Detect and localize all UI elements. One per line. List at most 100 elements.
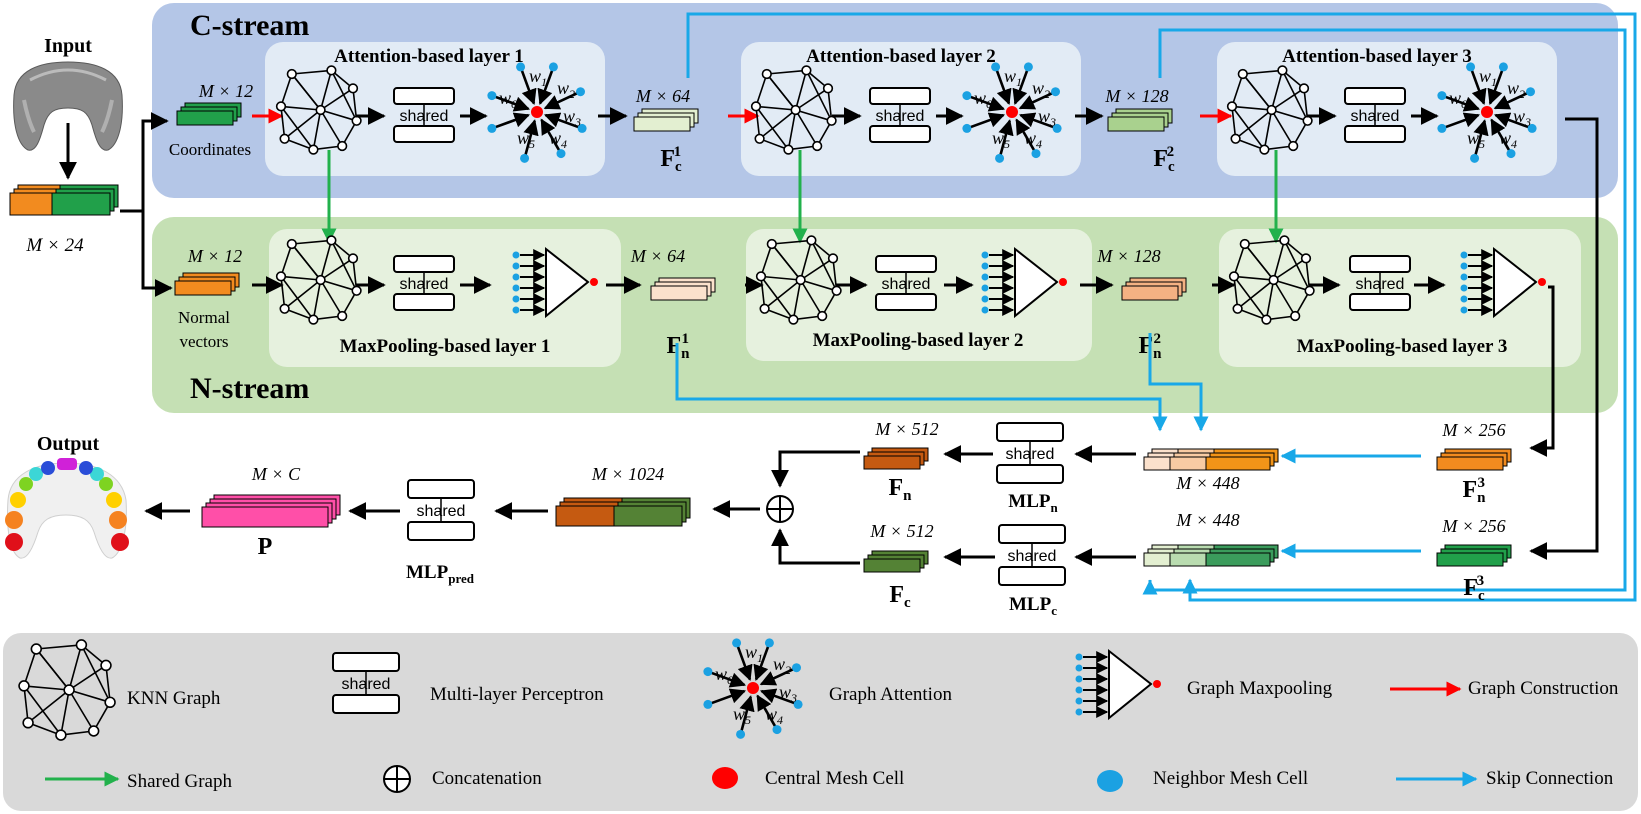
p-tensor	[201, 494, 341, 528]
svg-text:shared: shared	[882, 276, 931, 293]
concatenation-icon	[766, 495, 794, 523]
svg-text:w6: w6	[1449, 88, 1467, 111]
coordinates-dim: M × 12	[198, 81, 253, 101]
svg-text:w2: w2	[557, 78, 575, 101]
normal-label-1: Normal	[178, 308, 230, 327]
fc3-tensor	[1436, 544, 1512, 567]
cat-c-dim: M × 448	[1175, 510, 1239, 530]
svg-text:shared: shared	[1356, 276, 1405, 293]
fc-label: Fc	[889, 582, 911, 611]
svg-text:w1: w1	[745, 642, 763, 665]
graph-maxpooling-n1	[512, 246, 598, 319]
tooth-output-icon	[5, 458, 129, 559]
svg-text:w1: w1	[1479, 66, 1497, 89]
legend-maxpool: Graph Maxpooling	[1187, 678, 1333, 699]
legend-neighbor-cell-icon	[1097, 770, 1123, 792]
svg-text:w5: w5	[992, 128, 1010, 151]
legend-mlp: Multi-layer Perceptron	[430, 684, 604, 705]
normal-label-2: vectors	[179, 332, 228, 351]
svg-text:shared: shared	[417, 503, 466, 520]
coordinates-label: Coordinates	[169, 140, 251, 159]
c3-to-fc3-connector	[1529, 117, 1599, 560]
mlp-n2: shared	[875, 255, 937, 311]
concat-tensor	[555, 497, 691, 527]
legend-graph-maxpooling-icon	[1075, 648, 1161, 721]
svg-text:w3: w3	[563, 106, 581, 129]
fn-tensor	[863, 447, 929, 470]
svg-text:w5: w5	[733, 704, 751, 727]
svg-text:w1: w1	[1004, 66, 1022, 89]
cat-n-dim: M × 448	[1175, 473, 1239, 493]
fc3-dim: M × 256	[1441, 516, 1505, 536]
fn1-dim: M × 64	[630, 246, 685, 266]
svg-text:w4: w4	[1024, 128, 1042, 151]
n-stream-title: N-stream	[190, 372, 309, 405]
fc2-tensor	[1107, 108, 1173, 132]
graph-maxpooling-n2	[981, 246, 1067, 319]
fn1-tensor	[650, 277, 716, 301]
normal-dim: M × 12	[187, 246, 242, 266]
svg-text:w4: w4	[1499, 128, 1517, 151]
mlp-pred-label: MLPpred	[406, 562, 475, 586]
mlp-n3: shared	[1349, 255, 1411, 311]
legend-central: Central Mesh Cell	[765, 768, 904, 789]
c-layer-3-panel	[1217, 42, 1557, 176]
svg-text:w4: w4	[549, 128, 567, 151]
svg-text:w1: w1	[529, 66, 547, 89]
fc2-label: Fc2	[1153, 144, 1175, 175]
concat-dim: M × 1024	[591, 464, 664, 484]
c-layer-3-title: Attention-based layer 3	[1282, 46, 1472, 67]
input-dim: M × 24	[25, 235, 84, 256]
input-tensor	[9, 184, 119, 216]
mlp-c1: shared	[393, 87, 455, 143]
n-layer-2-title: MaxPooling-based layer 2	[813, 330, 1024, 351]
svg-text:shared: shared	[1351, 108, 1400, 125]
fn2-dim: M × 128	[1096, 246, 1160, 266]
legend-knn-graph-icon	[18, 639, 116, 741]
cat-c-tensor	[1143, 544, 1279, 567]
c-layer-1-panel	[265, 42, 605, 176]
fn3-dim: M × 256	[1441, 420, 1505, 440]
legend-mlp-icon: shared	[332, 652, 400, 714]
svg-text:w6: w6	[499, 88, 517, 111]
mlp-n1: shared	[393, 255, 455, 311]
cat-n-tensor	[1143, 448, 1279, 471]
svg-text:w2: w2	[1032, 78, 1050, 101]
svg-text:w3: w3	[1038, 106, 1056, 129]
n-layer-3-title: MaxPooling-based layer 3	[1297, 336, 1508, 357]
fn2-tensor	[1121, 277, 1187, 301]
svg-text:w4: w4	[765, 704, 783, 727]
fc2-dim: M × 128	[1104, 86, 1168, 106]
legend-skip: Skip Connection	[1486, 768, 1614, 789]
knn-graph-c1	[275, 65, 362, 155]
fn-label: Fn	[888, 475, 912, 504]
svg-text:shared: shared	[1008, 548, 1057, 565]
mlp-c-label: MLPc	[1009, 594, 1057, 618]
fn-dim: M × 512	[874, 419, 938, 439]
fn-to-concat-connector	[771, 450, 860, 488]
fn3-label: Fn3	[1462, 475, 1486, 506]
mlp-c2: shared	[869, 87, 931, 143]
legend-concatenation-icon	[383, 765, 411, 793]
svg-text:w6: w6	[974, 88, 992, 111]
fc3-label: Fc3	[1463, 573, 1485, 604]
svg-text:shared: shared	[876, 108, 925, 125]
mlp-n-label: MLPn	[1008, 491, 1058, 515]
legend-concatenation: Concatenation	[432, 768, 542, 789]
n-layer-1-title: MaxPooling-based layer 1	[340, 336, 551, 357]
fc-to-concat-connector	[771, 528, 860, 565]
legend-neighbor: Neighbor Mesh Cell	[1153, 768, 1308, 789]
mlp-c3: shared	[1344, 87, 1406, 143]
legend-graph-construction: Graph Construction	[1468, 678, 1619, 699]
svg-text:w2: w2	[1507, 78, 1525, 101]
knn-graph-n3	[1228, 235, 1315, 325]
input-title: Input	[44, 35, 92, 57]
fc-tensor	[863, 550, 929, 573]
normal-tensor	[174, 272, 240, 296]
svg-text:shared: shared	[400, 276, 449, 293]
